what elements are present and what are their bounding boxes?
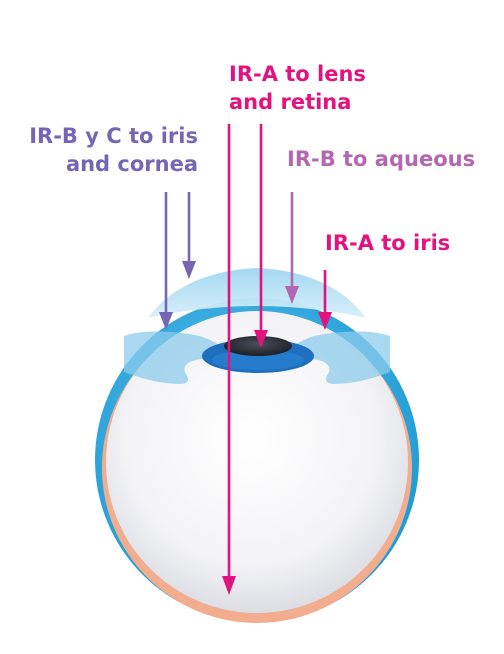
iris-highlight [212,350,304,370]
label-ir-a-lens-retina: IR-A to lens and retina [229,60,366,116]
pupil [224,336,292,356]
ir-a-iris-arrowhead [318,312,332,330]
label-ir-b-aqueous: IR-B to aqueous [287,145,475,173]
label-ir-bc-line1: IR-B y C to iris [29,124,198,148]
label-ir-a-iris-line1: IR-A to iris [325,231,451,255]
ir-a-retina-arrowhead [222,576,236,595]
ir-bc-cornea-arrowhead [159,312,173,330]
label-ir-a-lens-line2: and retina [229,90,352,114]
label-ir-bc-line2: and cornea [65,152,198,176]
ciliary-body-right [286,331,390,384]
eye-interior [106,311,408,613]
ciliary-body-left [124,331,228,384]
label-ir-a-iris: IR-A to iris [325,229,450,257]
label-ir-a-lens-line1: IR-A to lens [229,62,366,86]
ir-bc-iris-arrowhead [182,261,196,279]
ir-a-lens-arrowhead [254,330,268,348]
label-ir-bc-iris-cornea: IR-B y C to iris and cornea [29,122,198,178]
label-ir-b-aqueous-line1: IR-B to aqueous [287,147,476,171]
ir-b-aqueous-arrowhead [285,286,299,304]
cornea [148,268,366,318]
